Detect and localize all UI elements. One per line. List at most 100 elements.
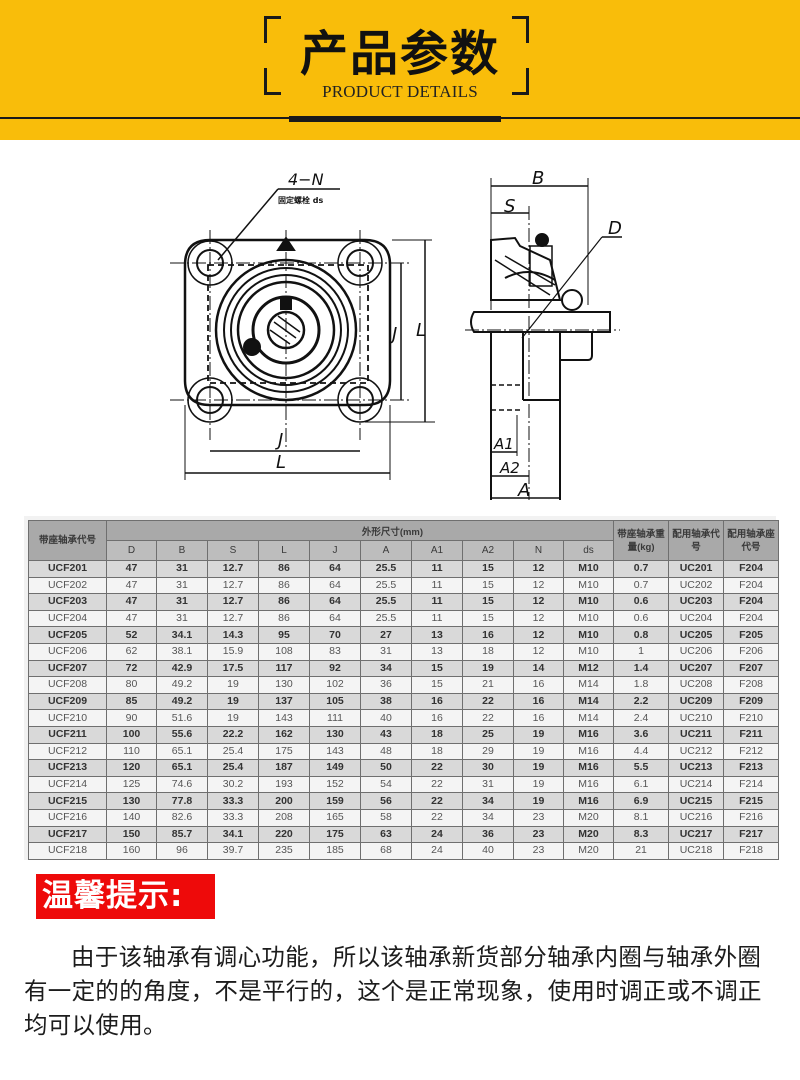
table-cell: 14 xyxy=(513,659,564,678)
table-cell: 120 xyxy=(106,759,157,777)
table-cell: 42.9 xyxy=(156,659,208,678)
table-cell: UC205 xyxy=(668,626,725,644)
table-cell: 110 xyxy=(106,742,157,761)
table-cell: 25.5 xyxy=(360,609,412,628)
table-cell: UC214 xyxy=(668,775,725,794)
header-model: 带座轴承代号 xyxy=(28,520,107,561)
table-cell: 11 xyxy=(411,593,463,611)
callout-bolt-label: 固定螺栓 ds xyxy=(278,195,324,205)
table-cell: 50 xyxy=(360,759,412,777)
table-cell: M20 xyxy=(562,842,615,860)
table-cell: 38.1 xyxy=(156,642,208,661)
table-cell: 80 xyxy=(106,676,157,694)
table-cell: 6.9 xyxy=(613,792,670,810)
table-cell: M16 xyxy=(562,792,615,810)
spec-table: 带座轴承代号 外形尺寸(mm) 带座轴承重量(kg) 配用轴承代号 配用轴承座代… xyxy=(28,520,780,860)
table-cell: 6.1 xyxy=(613,775,670,794)
table-cell: 2.4 xyxy=(613,709,670,727)
table-cell: 86 xyxy=(258,560,310,578)
table-cell: M12 xyxy=(562,659,615,678)
table-cell: 64 xyxy=(309,609,361,628)
table-cell: 185 xyxy=(309,842,361,860)
cell-model: UCF218 xyxy=(28,842,107,860)
table-cell: 23 xyxy=(513,842,564,860)
table-cell: 86 xyxy=(258,609,310,628)
header-col-a: A xyxy=(360,540,412,561)
front-view-drawing: 4−N 固定螺栓 ds J xyxy=(170,160,450,500)
table-cell: 31 xyxy=(156,560,208,578)
table-cell: 74.6 xyxy=(156,775,208,794)
table-cell: M10 xyxy=(562,642,615,661)
table-cell: 12 xyxy=(513,642,564,661)
table-cell: 49.2 xyxy=(156,692,208,711)
table-cell: 143 xyxy=(258,709,310,727)
header-housing: 配用轴承座代号 xyxy=(723,520,780,561)
table-cell: 43 xyxy=(360,725,412,744)
table-cell: 54 xyxy=(360,775,412,794)
table-cell: 34.1 xyxy=(156,626,208,644)
cell-model: UCF206 xyxy=(28,642,107,661)
table-cell: UC207 xyxy=(668,659,725,678)
cell-model: UCF205 xyxy=(28,626,107,644)
table-cell: F204 xyxy=(723,576,780,595)
table-cell: 31 xyxy=(462,775,514,794)
table-cell: UC210 xyxy=(668,709,725,727)
table-cell: 40 xyxy=(360,709,412,727)
table-cell: 56 xyxy=(360,792,412,810)
table-cell: M16 xyxy=(562,725,615,744)
dim-j-vertical: J xyxy=(389,324,397,345)
table-cell: 34 xyxy=(360,659,412,678)
table-cell: 95 xyxy=(258,626,310,644)
table-cell: 108 xyxy=(258,642,310,661)
table-cell: 33.3 xyxy=(207,792,259,810)
table-cell: 24 xyxy=(411,842,463,860)
table-cell: 92 xyxy=(309,659,361,678)
table-cell: 3.6 xyxy=(613,725,670,744)
table-cell: 15 xyxy=(462,560,514,578)
table-cell: 64 xyxy=(309,560,361,578)
table-cell: 17.5 xyxy=(207,659,259,678)
table-cell: 1.8 xyxy=(613,676,670,694)
header-dimensions: 外形尺寸(mm) xyxy=(105,520,615,541)
table-cell: 15 xyxy=(462,609,514,628)
table-cell: 21 xyxy=(613,842,670,860)
table-cell: 22 xyxy=(411,792,463,810)
cell-model: UCF207 xyxy=(28,659,107,678)
dim-a: A xyxy=(517,480,530,501)
table-cell: 12 xyxy=(513,609,564,628)
table-cell: F211 xyxy=(723,725,780,744)
table-cell: 208 xyxy=(258,808,310,827)
table-cell: M14 xyxy=(562,676,615,694)
dim-j-horizontal: J xyxy=(275,430,283,451)
table-cell: 55.6 xyxy=(156,725,208,744)
table-cell: 36 xyxy=(360,676,412,694)
table-cell: M10 xyxy=(562,626,615,644)
table-cell: 16 xyxy=(513,709,564,727)
table-cell: 12 xyxy=(513,626,564,644)
table-cell: 27 xyxy=(360,626,412,644)
table-cell: 34 xyxy=(462,808,514,827)
table-cell: 22 xyxy=(462,692,514,711)
table-cell: UC216 xyxy=(668,808,725,827)
bracket-top-right xyxy=(512,16,529,43)
cell-model: UCF201 xyxy=(28,560,107,578)
table-cell: 24 xyxy=(411,825,463,844)
table-cell: 159 xyxy=(309,792,361,810)
table-cell: 21 xyxy=(462,676,514,694)
table-cell: 15 xyxy=(462,576,514,595)
table-cell: F204 xyxy=(723,560,780,578)
table-cell: F210 xyxy=(723,709,780,727)
table-cell: F205 xyxy=(723,626,780,644)
table-cell: 47 xyxy=(106,560,157,578)
table-cell: M16 xyxy=(562,759,615,777)
table-cell: M14 xyxy=(562,692,615,711)
cell-model: UCF212 xyxy=(28,742,107,761)
table-cell: 117 xyxy=(258,659,310,678)
header-col-b: B xyxy=(156,540,208,561)
table-cell: 18 xyxy=(411,725,463,744)
table-cell: UC203 xyxy=(668,593,725,611)
table-cell: 70 xyxy=(309,626,361,644)
table-cell: 12.7 xyxy=(207,560,259,578)
